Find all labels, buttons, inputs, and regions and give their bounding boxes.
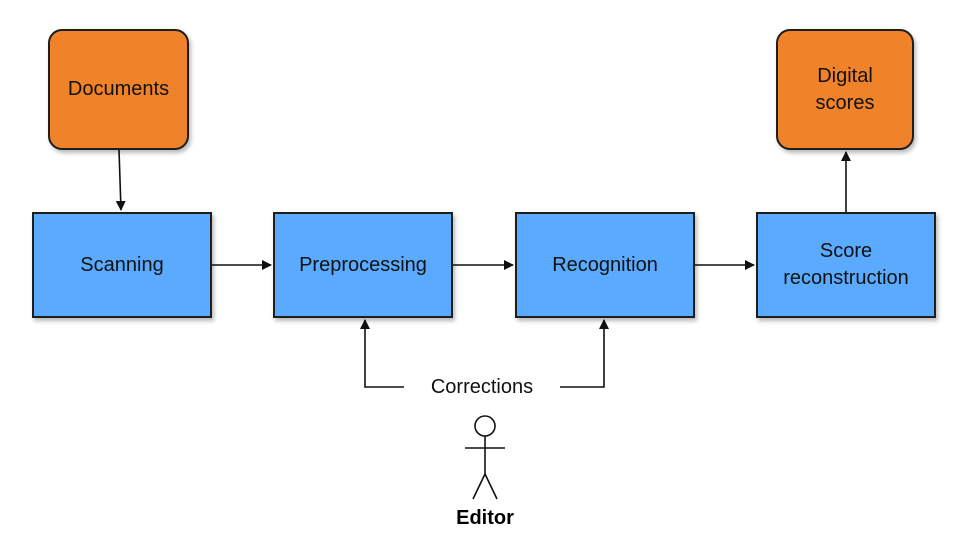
edge-corrections-to-recognition — [557, 319, 609, 388]
editor-label: Editor — [456, 507, 514, 529]
node-preprocessing: Preprocessing — [273, 212, 453, 318]
node-scanning: Scanning — [32, 212, 212, 318]
node-documents: Documents — [48, 29, 189, 150]
node-score-reconstruction: Score reconstruction — [756, 212, 936, 318]
node-recognition: Recognition — [515, 212, 695, 318]
stick-figure-icon — [465, 415, 505, 500]
node-digital-scores: Digital scores — [776, 29, 914, 150]
corrections-label: Corrections — [404, 372, 560, 402]
edge-documents-to-scanning — [115, 149, 126, 211]
edge-corrections-to-preprocessing — [360, 319, 404, 388]
